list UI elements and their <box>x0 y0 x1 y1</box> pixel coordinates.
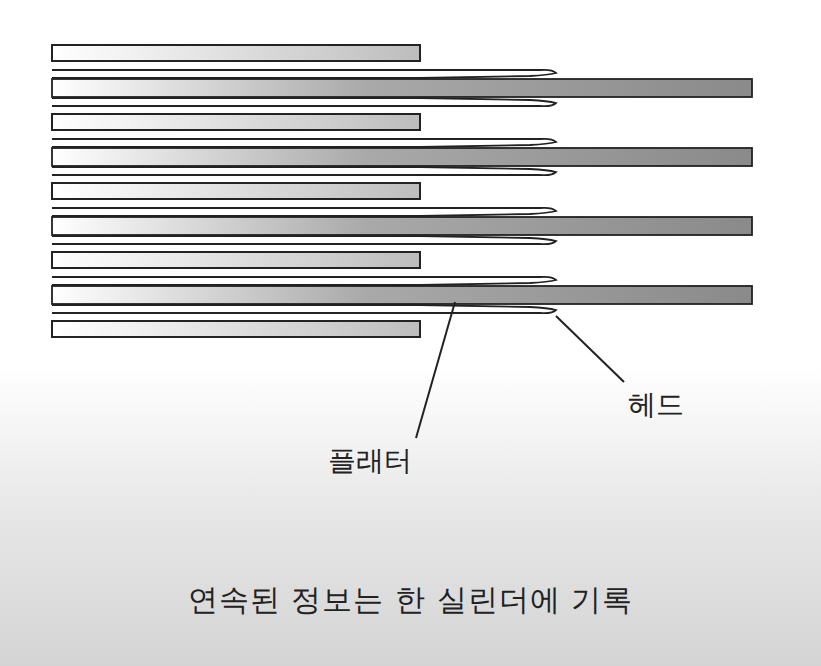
head <box>52 70 556 78</box>
actuator-arm <box>52 217 752 235</box>
caption: 연속된 정보는 한 실린더에 기록 <box>188 580 633 621</box>
leader-line <box>556 316 624 382</box>
platter <box>52 183 420 199</box>
head <box>52 139 556 147</box>
head <box>52 208 556 216</box>
platter <box>52 45 420 61</box>
head <box>52 305 556 313</box>
part-label: 플래터 <box>328 442 412 480</box>
actuator-arm <box>52 286 752 304</box>
platter <box>52 114 420 130</box>
head <box>52 277 556 285</box>
leader-line <box>416 302 455 438</box>
platter <box>52 252 420 268</box>
head <box>52 236 556 244</box>
platter <box>52 321 420 337</box>
actuator-arm <box>52 148 752 166</box>
part-label: 헤드 <box>628 386 684 424</box>
head <box>52 98 556 106</box>
actuator-arm <box>52 79 752 97</box>
head <box>52 167 556 175</box>
head-arms <box>52 70 752 313</box>
